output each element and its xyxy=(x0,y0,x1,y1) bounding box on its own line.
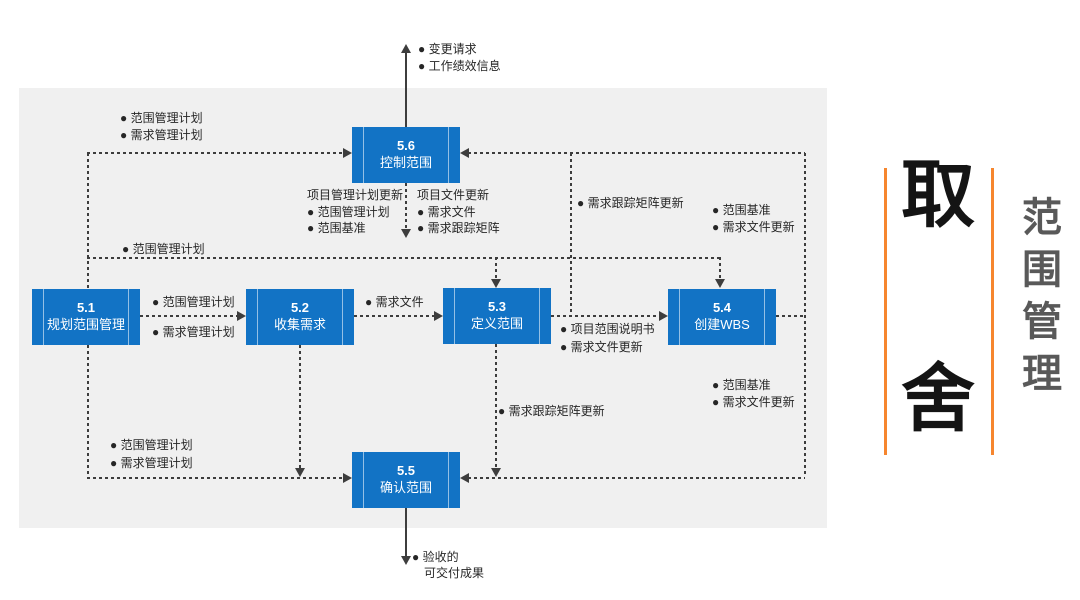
label-53-output-1: ● 项目范围说明书 xyxy=(560,322,655,336)
arrow-into-55-left xyxy=(343,473,352,483)
label-55-output-2: 可交付成果 xyxy=(424,566,485,580)
flow-53-to-54 xyxy=(551,315,659,317)
flow-into-55-right xyxy=(468,477,805,479)
process-number: 5.5 xyxy=(396,463,416,479)
flow-plan-horizontal xyxy=(87,257,721,259)
process-number: 5.3 xyxy=(487,299,507,315)
flow-plan-into-53 xyxy=(495,257,497,279)
label-plan-line: ● 范围管理计划 xyxy=(122,242,205,256)
flow-plan-into-54 xyxy=(719,257,721,279)
arrow-into-56-right xyxy=(460,148,469,158)
flow-52-to-53 xyxy=(354,315,434,317)
process-name: 收集需求 xyxy=(273,317,326,332)
label-52-53-output: ● 需求文件 xyxy=(365,295,424,309)
flow-56-output-down xyxy=(405,183,407,229)
process-box-5-4: 5.4 创建WBS xyxy=(668,289,776,345)
label-rtm-update-bottom: ● 需求跟踪矩阵更新 xyxy=(498,404,605,418)
arrow-55-down xyxy=(401,556,411,565)
arrow-into-54-top xyxy=(715,279,725,288)
label-53-output-2: ● 需求文件更新 xyxy=(560,340,643,354)
label-baseline-bottom-1: ● 范围基准 xyxy=(712,378,771,392)
label-51-52-output-2: ● 需求管理计划 xyxy=(152,325,235,339)
flow-52-down-vertical xyxy=(299,345,301,469)
arrow-56-up xyxy=(401,44,411,53)
process-number: 5.2 xyxy=(290,300,310,316)
process-name: 定义范围 xyxy=(470,316,523,331)
label-pm-update-2: ● 范围基准 xyxy=(307,221,366,235)
flow-56-up-solid xyxy=(405,52,407,127)
label-55-output-1: ● 验收的 xyxy=(412,550,459,564)
flow-55-down-solid xyxy=(405,508,407,557)
arrow-into-54 xyxy=(659,311,668,321)
process-box-5-6: 5.6 控制范围 xyxy=(352,127,460,183)
process-name: 规划范围管理 xyxy=(46,317,125,332)
arrow-into-53 xyxy=(434,311,443,321)
label-baseline-top-1: ● 范围基准 xyxy=(712,203,771,217)
label-51-to-55-output-2: ● 需求管理计划 xyxy=(110,456,193,470)
flow-54-right-out xyxy=(776,315,806,317)
label-doc-update-1: ● 需求文件 xyxy=(417,205,476,219)
process-name: 控制范围 xyxy=(379,155,432,170)
process-box-5-1: 5.1 规划范围管理 xyxy=(32,289,140,345)
flow-51-to-52 xyxy=(140,315,237,317)
process-name: 确认范围 xyxy=(379,480,432,495)
label-doc-update-2: ● 需求跟踪矩阵 xyxy=(417,221,500,235)
arrow-into-55-right xyxy=(460,473,469,483)
arrow-56-output-down xyxy=(401,229,411,238)
big-char-bottom: 舍 xyxy=(901,357,975,440)
process-box-5-2: 5.2 收集需求 xyxy=(246,289,354,345)
arrow-53-down xyxy=(491,468,501,477)
flow-into-55-left xyxy=(87,477,344,479)
flow-53-up-vertical xyxy=(570,153,572,315)
arrow-into-56-left xyxy=(343,148,352,158)
label-pm-update-1: ● 范围管理计划 xyxy=(307,205,390,219)
vertical-title: 范围管理 xyxy=(1016,196,1060,404)
label-baseline-top-2: ● 需求文件更新 xyxy=(712,220,795,234)
flow-51-to-56-horizontal xyxy=(87,152,344,154)
flow-51-up-vertical xyxy=(87,153,89,289)
process-box-5-5: 5.5 确认范围 xyxy=(352,452,460,508)
flow-54-to-56-horizontal xyxy=(468,152,805,154)
arrow-into-53-top xyxy=(491,279,501,288)
orange-accent-line-left xyxy=(884,168,887,455)
label-56-output-2: ● 工作绩效信息 xyxy=(418,59,501,73)
label-rtm-update-top: ● 需求跟踪矩阵更新 xyxy=(577,196,684,210)
label-51-52-output-1: ● 范围管理计划 xyxy=(152,295,235,309)
arrow-52-down xyxy=(295,468,305,477)
flow-51-down-vertical xyxy=(87,345,89,479)
process-box-5-3: 5.3 定义范围 xyxy=(443,288,551,344)
process-number: 5.4 xyxy=(712,300,732,316)
flow-53-down-vertical xyxy=(495,344,497,468)
label-pm-update-header: 项目管理计划更新 xyxy=(307,188,404,202)
orange-accent-line-right xyxy=(991,168,994,455)
label-doc-update-header: 项目文件更新 xyxy=(417,188,490,202)
label-51-to-56-output-2: ● 需求管理计划 xyxy=(120,128,203,142)
label-56-output-1: ● 变更请求 xyxy=(418,42,477,56)
process-number: 5.6 xyxy=(396,138,416,154)
process-name: 创建WBS xyxy=(694,317,750,332)
label-51-to-56-output-1: ● 范围管理计划 xyxy=(120,111,203,125)
arrow-into-52 xyxy=(237,311,246,321)
label-51-to-55-output-1: ● 范围管理计划 xyxy=(110,438,193,452)
process-number: 5.1 xyxy=(76,300,96,316)
label-baseline-bottom-2: ● 需求文件更新 xyxy=(712,395,795,409)
big-char-top: 取 xyxy=(901,153,975,236)
